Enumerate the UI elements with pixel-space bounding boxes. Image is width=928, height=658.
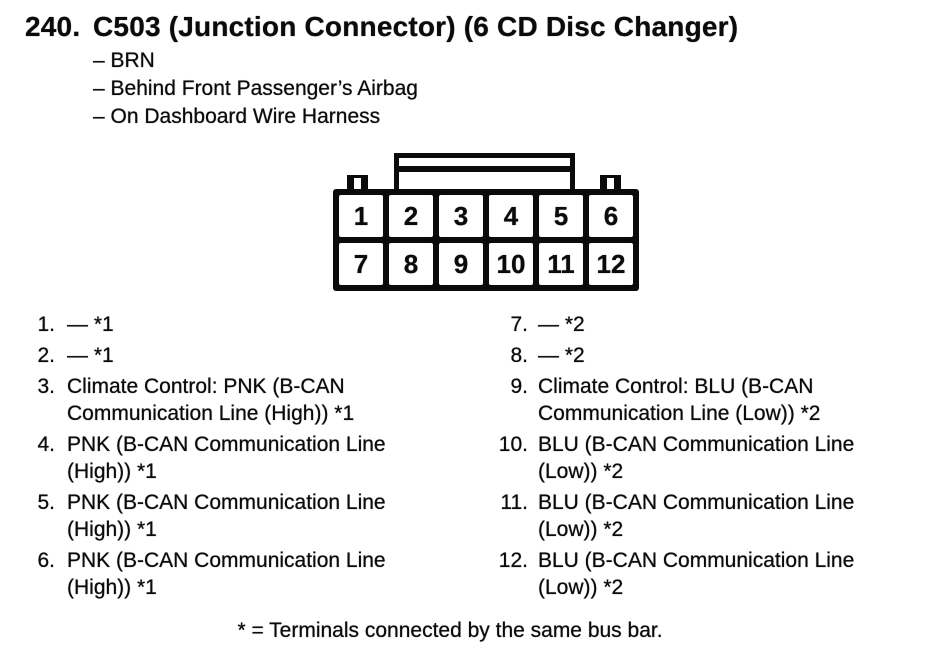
pin-cell: 12 [589,243,633,285]
pin-number: 5. [37,491,55,514]
lock-tab-slot [399,158,570,172]
pin-description: — *1 [67,313,114,336]
pin-number: 8. [510,344,528,367]
pin-number: 1. [37,313,55,336]
pin-grid: 1 2 3 4 5 6 7 8 9 10 11 12 [333,189,639,291]
pin-list-left: 1. — *1 2. — *1 3. Climate Control: PNK … [30,311,447,605]
pin-list-item: 6. PNK (B-CAN Communication Line (High))… [30,547,447,601]
pin-description: — *1 [67,344,114,367]
note-harness: – On Dashboard Wire Harness [93,105,381,128]
keyway-notch-left [347,175,368,189]
pin-number: 10. [498,433,528,456]
pin-description: BLU (B-CAN Communication Line (Low)) *2 [538,491,855,541]
pin-description: Climate Control: BLU (B-CAN Communicatio… [538,375,821,425]
pin-description: PNK (B-CAN Communication Line (High)) *1 [67,549,386,599]
pin-number: 3. [37,375,55,398]
pin-list-item: 9. Climate Control: BLU (B-CAN Communica… [492,373,918,427]
pin-cell: 1 [339,195,383,237]
pin-list-item: 12. BLU (B-CAN Communication Line (Low))… [492,547,918,601]
pin-description: BLU (B-CAN Communication Line (Low)) *2 [538,549,855,599]
page-title: 240. C503 (Junction Connector) (6 CD Dis… [25,11,738,43]
pin-cell: 3 [439,195,483,237]
pin-description: — *2 [538,344,585,367]
pin-list-item: 2. — *1 [30,342,447,369]
pin-list-item: 1. — *1 [30,311,447,338]
pin-list-item: 7. — *2 [492,311,918,338]
pin-list-right: 7. — *2 8. — *2 9. Climate Control: BLU … [492,311,918,605]
item-number: 240. [25,11,81,42]
pin-number: 2. [37,344,55,367]
connector-lock-tab [394,153,575,189]
pin-number: 6. [37,549,55,572]
pin-cell: 4 [489,195,533,237]
pin-list-item: 11. BLU (B-CAN Communication Line (Low))… [492,489,918,543]
pin-number: 12. [498,549,528,572]
keyway-notch-right [600,175,621,189]
pin-description: Climate Control: PNK (B-CAN Communicatio… [67,375,355,425]
note-color: – BRN [93,49,155,72]
pin-number: 9. [510,375,528,398]
pin-cell: 10 [489,243,533,285]
note-location: – Behind Front Passenger’s Airbag [93,77,418,100]
keyway-slot [607,178,614,189]
location-notes: – BRN – Behind Front Passenger’s Airbag … [93,47,418,131]
pin-description: — *2 [538,313,585,336]
pin-cell: 5 [539,195,583,237]
keyway-slot [354,178,361,189]
pin-cell: 11 [539,243,583,285]
pin-number: 7. [510,313,528,336]
connector-title: C503 (Junction Connector) (6 CD Disc Cha… [93,11,739,42]
pin-list-item: 8. — *2 [492,342,918,369]
footnote: * = Terminals connected by the same bus … [237,619,663,642]
pin-number: 4. [37,433,55,456]
pin-number: 11. [500,491,528,514]
pin-description: BLU (B-CAN Communication Line (Low)) *2 [538,433,855,483]
pin-cell: 8 [389,243,433,285]
pin-list-item: 5. PNK (B-CAN Communication Line (High))… [30,489,447,543]
pin-list-item: 4. PNK (B-CAN Communication Line (High))… [30,431,447,485]
pin-list-item: 10. BLU (B-CAN Communication Line (Low))… [492,431,918,485]
pin-cell: 2 [389,195,433,237]
pin-cell: 9 [439,243,483,285]
pin-list-item: 3. Climate Control: PNK (B-CAN Communica… [30,373,447,427]
pin-cell: 7 [339,243,383,285]
pin-description: PNK (B-CAN Communication Line (High)) *1 [67,433,386,483]
pin-description: PNK (B-CAN Communication Line (High)) *1 [67,491,386,541]
pin-cell: 6 [589,195,633,237]
